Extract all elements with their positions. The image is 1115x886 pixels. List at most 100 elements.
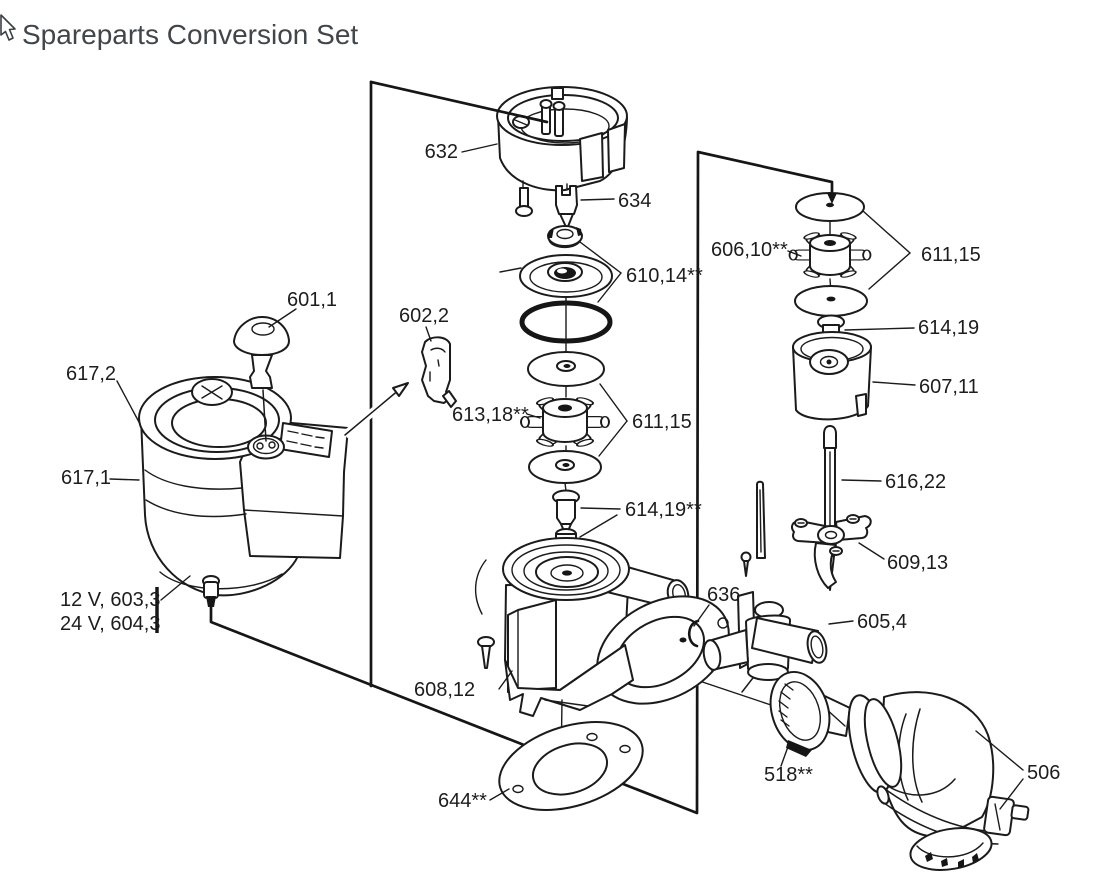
part-switch [421, 336, 457, 408]
part-motor-assembly [138, 376, 349, 607]
motor-stud [203, 581, 219, 599]
joker-flange [769, 670, 831, 752]
part-impeller-right [788, 232, 872, 278]
impeller-bore [824, 240, 836, 246]
callout-601-1: 601,1 [268, 289, 337, 328]
label-12v: 12 V, 603,3 [60, 589, 160, 611]
part-wear-disc-lower [528, 450, 602, 484]
label-611-15-center: 611,15 [632, 411, 692, 433]
pump-top-ring-1 [511, 544, 621, 596]
latch-hole-2 [268, 441, 276, 449]
switch-leg [442, 390, 457, 408]
callout-613-18: 613,18** [452, 404, 541, 426]
motor-cap-cross [201, 385, 223, 400]
callout-610-14: 610,14** [499, 241, 703, 303]
callout-611-15-right: 611,15 [862, 210, 981, 290]
cup-pin-1 [539, 99, 553, 135]
callout-644: 644** [438, 788, 510, 812]
label-607-11: 607,11 [919, 376, 979, 398]
gasket-hole-3 [512, 784, 524, 794]
switch-detail [429, 347, 446, 382]
callout-614-19-center: 614,19** [579, 499, 702, 538]
callout-voltage: 12 V, 603,3 24 V, 604,3 [60, 575, 191, 635]
label-601-1: 601,1 [287, 289, 337, 311]
elbow-seam-2 [912, 708, 923, 803]
switch-body [421, 336, 451, 404]
callout-611-15-center: 611,15 [598, 383, 692, 457]
callout-506: 506 [975, 730, 1060, 810]
bearing-outer [547, 225, 583, 247]
part-elbow [847, 691, 1030, 871]
label-611-15-right: 611,15 [921, 244, 981, 266]
bracket-boss-3 [829, 546, 843, 556]
callout-616-22: 616,22 [841, 471, 946, 493]
connector-into-cup [369, 80, 549, 124]
seal-lip-highlight [557, 268, 567, 274]
knob-needle [262, 389, 267, 442]
coupler-tip [559, 213, 574, 230]
joker-shadow [786, 740, 812, 757]
page-title: Spareparts Conversion Set [22, 19, 358, 50]
valve-pin [740, 551, 752, 577]
bracket-boss-1 [794, 518, 808, 528]
clamp-screw-head [1010, 804, 1030, 821]
part-joker-valve [769, 670, 851, 757]
bearing-inner [556, 228, 574, 240]
callout-605-4: 605,4 [828, 611, 907, 633]
cup-tab-2 [607, 123, 626, 173]
joker-hatch [778, 683, 794, 727]
seal-ring [529, 261, 603, 293]
label-610-14: 610,14** [626, 265, 703, 287]
knob-stem [249, 354, 273, 389]
gasket-bore [531, 742, 609, 796]
label-609-13: 609,13 [887, 552, 948, 574]
label-518: 518** [764, 764, 813, 786]
part-gasket [498, 721, 644, 811]
valve-pipe-bore [810, 635, 824, 659]
bracket-boss-2 [846, 514, 860, 524]
callout-602-2: 602,2 [399, 305, 449, 342]
impeller-bore [558, 404, 572, 412]
label-605-4: 605,4 [857, 611, 907, 633]
screw-head [515, 205, 533, 217]
cup-notch [551, 87, 564, 100]
motor-seam-1 [144, 469, 243, 490]
callout-632: 632 [425, 141, 498, 163]
part-seal-housing [519, 254, 613, 298]
bearing-bottom [548, 238, 582, 249]
valve-horizontal-pipe [751, 617, 819, 664]
label-617-1: 617,1 [61, 467, 111, 489]
label-614-19-center: 614,19** [625, 499, 702, 521]
latch-hole-1 [256, 442, 264, 450]
flange-dot [679, 637, 687, 643]
label-614-19-right: 614,19 [918, 317, 979, 339]
part-screw-under-cup [515, 187, 533, 217]
outlet-serrations [925, 852, 979, 868]
valve-stub-end [702, 639, 722, 671]
knob-cap-top [251, 322, 275, 336]
joker-flange-inner [778, 681, 822, 741]
clamp-end-roll [876, 785, 890, 805]
label-506: 506 [1027, 762, 1060, 784]
part-impeller-center [520, 397, 610, 447]
bracket-hub-bore [824, 530, 838, 540]
clamp-screw-slot [994, 803, 1001, 831]
label-636: 636 [707, 584, 740, 606]
knob-cap [233, 316, 290, 356]
motor-stud-tip [206, 596, 216, 607]
cup-pin-2 [552, 101, 566, 137]
label-plate-markings [286, 430, 325, 449]
part-motor-can [792, 331, 872, 421]
clamp-screw-housing [983, 795, 1015, 837]
part-coupler [555, 185, 578, 230]
pump-side-bracket [507, 599, 557, 693]
outlet-inner-arc [916, 842, 984, 858]
part-knob [233, 316, 290, 442]
sleeve-body [556, 499, 576, 525]
valve-rod-line [759, 489, 762, 553]
can-hub-bore [819, 355, 839, 369]
label-632: 632 [425, 141, 458, 163]
disc-hole [826, 202, 834, 208]
disc-hole [826, 296, 836, 302]
label-644: 644** [438, 790, 487, 812]
